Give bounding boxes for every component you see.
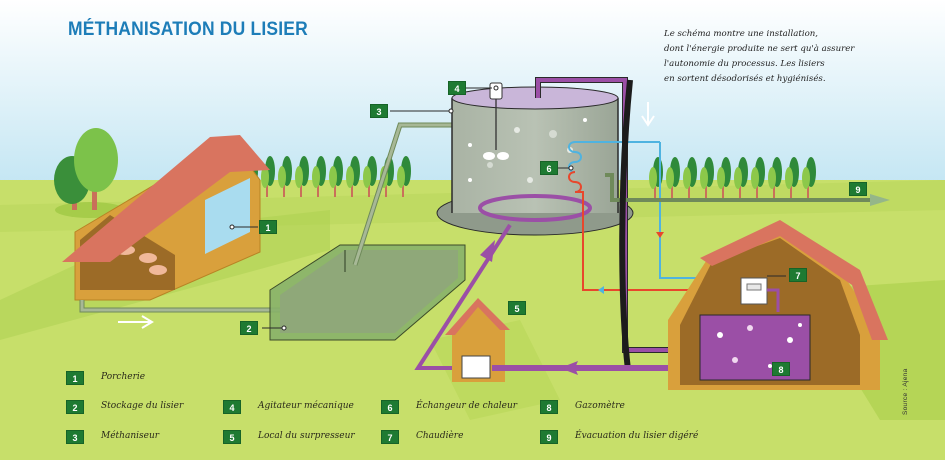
- feed-pipe: [353, 123, 455, 266]
- legend-badge: 7: [381, 430, 399, 444]
- diagram-title: MÉTHANISATION DU LISIER: [68, 19, 308, 40]
- poplar-tree-icon: [700, 157, 714, 198]
- poplar-tree-icon: [295, 156, 309, 197]
- poplar-tree-icon: [363, 156, 377, 197]
- legend-label: Gazomètre: [575, 401, 625, 411]
- legend-badge: 4: [223, 400, 241, 414]
- dark-shadow: [619, 79, 633, 371]
- legend-badge: 2: [66, 400, 84, 414]
- legend-badge: 3: [66, 430, 84, 444]
- intro-line: Le schéma montre une installation,: [664, 29, 819, 39]
- legend-label: Agitateur mécanique: [258, 401, 354, 411]
- source-credit: Source : Ajena: [902, 368, 909, 415]
- legend-label: Méthaniseur: [101, 431, 160, 441]
- digester-tank: [436, 86, 634, 236]
- callout-badge-9: 9: [849, 182, 867, 196]
- callout-leaders: [229, 85, 786, 331]
- boiler-house: [668, 220, 888, 390]
- legend-label: Stockage du lisier: [101, 401, 184, 411]
- intro-line: l'autonomie du processus. Les lisiers: [664, 59, 825, 69]
- poplar-tree-icon: [785, 157, 799, 198]
- callout-badge-3: 3: [370, 104, 388, 118]
- flow-arrow-icon: [118, 315, 154, 329]
- callout-badge-5: 5: [508, 301, 526, 315]
- poplar-tree-icon: [734, 157, 748, 198]
- poplar-tree-icon: [261, 156, 275, 197]
- callout-badge-7: 7: [789, 268, 807, 282]
- slurry-outlet-pipe: [605, 173, 870, 202]
- intro-line: dont l'énergie produite ne sert qu'à ass…: [664, 44, 855, 54]
- poplar-tree-icon: [346, 156, 360, 197]
- legend-label: Échangeur de chaleur: [416, 401, 518, 411]
- poplar-tree-icon: [768, 157, 782, 198]
- compressor-house: [445, 298, 510, 382]
- legend-badge: 8: [540, 400, 558, 414]
- legend-badge: 9: [540, 430, 558, 444]
- slurry-pipe: [80, 300, 290, 312]
- flow-arrow-icon: [560, 361, 578, 375]
- agitator: [483, 82, 509, 160]
- poplar-tree-icon: [278, 156, 292, 197]
- intro-text: Le schéma montre une installation, dont …: [664, 27, 904, 87]
- sun-arrow-icon: [641, 102, 655, 127]
- callout-badge-6: 6: [540, 161, 558, 175]
- flow-arrow-icon: [870, 194, 890, 206]
- bottom-margin: [0, 460, 945, 472]
- legend-label: Évacuation du lisier digéré: [575, 431, 699, 441]
- intro-line: en sortent désodorisés et hygiénisés.: [664, 74, 826, 84]
- poplar-tree-icon: [717, 157, 731, 198]
- poplar-tree-icon: [397, 156, 411, 197]
- legend-badge: 1: [66, 371, 84, 385]
- legend-label: Chaudière: [416, 431, 464, 441]
- callout-badge-4: 4: [448, 81, 466, 95]
- legend-badge: 6: [381, 400, 399, 414]
- callout-badge-2: 2: [240, 321, 258, 335]
- poplar-tree-icon: [329, 156, 343, 197]
- slurry-storage: [269, 244, 466, 341]
- callout-badge-1: 1: [259, 220, 277, 234]
- pig-house: [62, 135, 270, 301]
- callout-badge-8: 8: [772, 362, 790, 376]
- poplar-tree-icon: [683, 157, 697, 198]
- poplar-tree-icon: [312, 156, 326, 197]
- biogas-pipe: [536, 78, 700, 352]
- legend-label: Porcherie: [101, 372, 146, 382]
- legend-badge: 5: [223, 430, 241, 444]
- poplar-tree-icon: [802, 157, 816, 198]
- poplar-tree-icon: [666, 157, 680, 198]
- flow-arrow-icon: [480, 240, 495, 262]
- poplar-tree-icon: [751, 157, 765, 198]
- gas-return-line: [414, 223, 512, 370]
- legend-label: Local du surpresseur: [258, 431, 355, 441]
